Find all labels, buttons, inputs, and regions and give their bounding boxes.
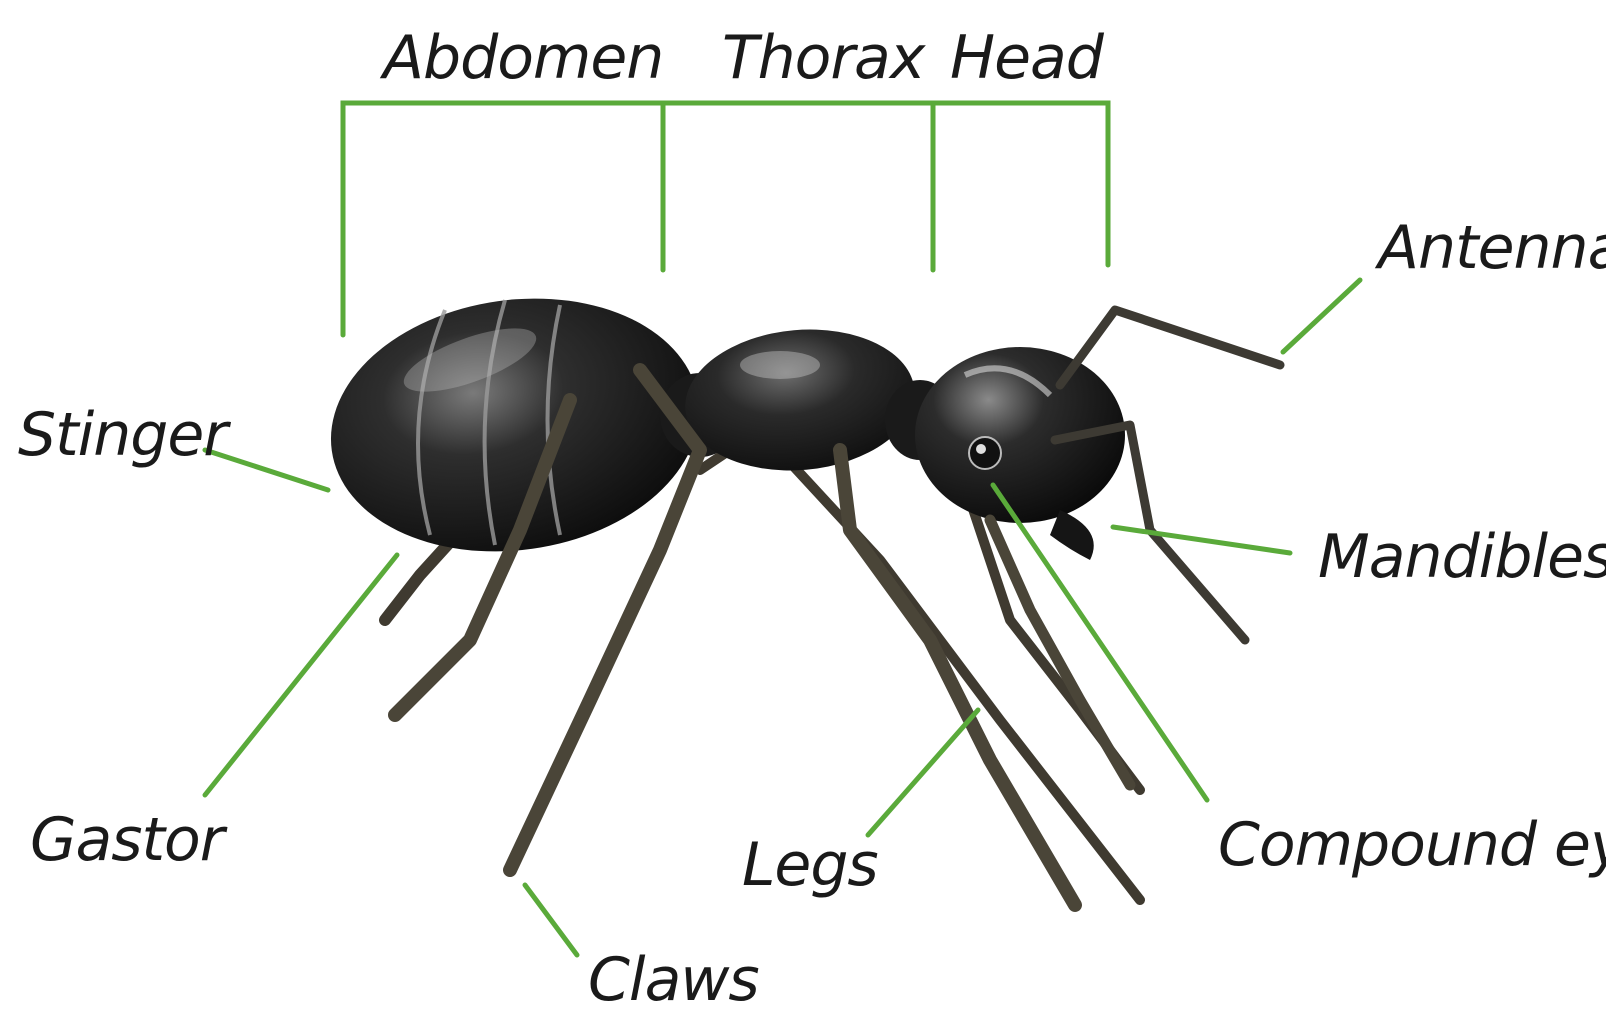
ant-illustration [314, 275, 1280, 905]
label-legs: Legs [742, 830, 878, 900]
leader-mandibles [1113, 527, 1290, 553]
label-thorax: Thorax [722, 23, 926, 93]
mandible [1050, 510, 1094, 560]
leader-gastor [205, 555, 397, 795]
label-abdomen: Abdomen [379, 23, 663, 93]
label-head: Head [950, 23, 1105, 93]
label-gastor: Gastor [30, 805, 228, 875]
label-compound-eyes: Compound eyes [1218, 810, 1606, 880]
label-mandibles: Mandibles [1318, 522, 1606, 592]
labels: Abdomen Thorax Head Antenna Stinger Mand… [18, 23, 1606, 1015]
body-region-bracket [343, 103, 1108, 335]
label-stinger: Stinger [18, 400, 231, 470]
leader-claws [525, 885, 577, 955]
leader-antenna [1283, 280, 1360, 352]
compound-eye [969, 437, 1001, 469]
label-antenna: Antenna [1374, 213, 1606, 283]
label-claws: Claws [588, 945, 759, 1015]
leader-legs [868, 710, 978, 835]
